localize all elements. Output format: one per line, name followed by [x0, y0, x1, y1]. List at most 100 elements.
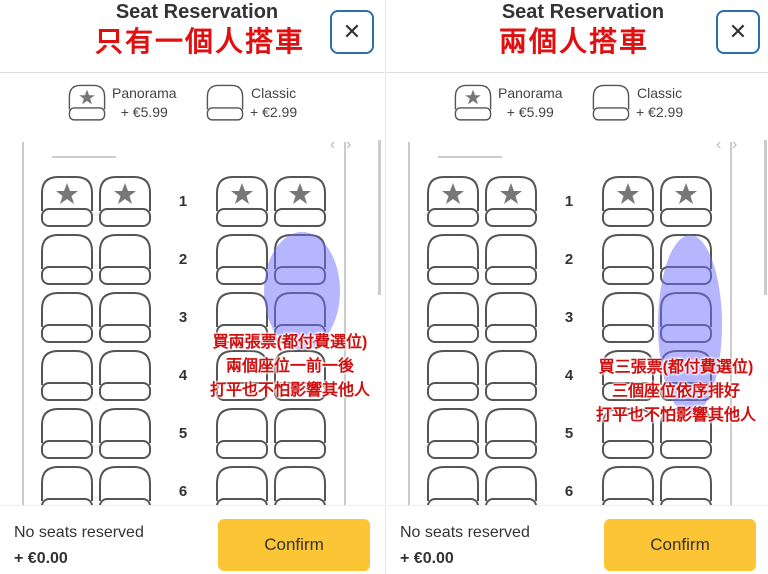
seat-3C[interactable]: [601, 291, 655, 345]
seat-2C[interactable]: [215, 233, 269, 287]
row-number: 4: [564, 367, 574, 384]
seat-4B[interactable]: [484, 349, 538, 403]
star-icon: [289, 183, 311, 204]
close-button[interactable]: ✕: [330, 10, 374, 54]
star-icon: [79, 89, 95, 105]
close-icon[interactable]: ✕: [728, 19, 748, 44]
seat-2B[interactable]: [98, 233, 152, 287]
star-icon: [56, 183, 78, 204]
confirm-button[interactable]: Confirm: [218, 519, 370, 571]
seat-4C[interactable]: [601, 349, 655, 403]
star-icon: [465, 89, 481, 105]
seat-1D[interactable]: [273, 175, 327, 229]
star-icon: [617, 183, 639, 204]
confirm-button[interactable]: Confirm: [604, 519, 756, 571]
total-price: + €0.00: [14, 550, 68, 567]
scrollbar[interactable]: [764, 140, 767, 295]
seat-2A[interactable]: [40, 233, 94, 287]
legend-label: Panorama: [498, 85, 563, 101]
seat-reservation-panel-two-people: Seat Reservation 兩個人搭車 ✕ Panorama + €5.99 Cla…: [385, 0, 768, 574]
reservation-status: No seats reserved: [400, 524, 530, 541]
legend-text: Classic + €2.99: [636, 84, 683, 122]
legend-seat-star-icon: [68, 84, 106, 121]
chevron-left-icon[interactable]: ‹: [330, 136, 336, 153]
annotation-title: 只有一個人搭車: [95, 26, 306, 57]
seat-2B[interactable]: [484, 233, 538, 287]
close-icon[interactable]: ✕: [342, 19, 362, 44]
star-icon: [500, 183, 522, 204]
seat-3B[interactable]: [98, 291, 152, 345]
row-number: 6: [178, 483, 188, 500]
row-number: 1: [178, 193, 188, 210]
seat-1C[interactable]: [601, 175, 655, 229]
legend-seat-icon: [592, 84, 630, 121]
row-number: 4: [178, 367, 188, 384]
footer: No seats reserved + €0.00 Confirm: [0, 505, 384, 574]
page-title: Seat Reservation: [501, 1, 665, 23]
seat-5B[interactable]: [98, 407, 152, 461]
chevron-right-icon[interactable]: ›: [346, 136, 352, 153]
seat-1C[interactable]: [215, 175, 269, 229]
seat-5C[interactable]: [215, 407, 269, 461]
seat-3C[interactable]: [215, 291, 269, 345]
reservation-status: No seats reserved: [14, 524, 144, 541]
legend-text: Panorama + €5.99: [498, 84, 563, 122]
seat-4A[interactable]: [40, 349, 94, 403]
legend-classic: Classic + €2.99: [592, 84, 683, 122]
annotation-line: 兩個座位一前一後: [225, 358, 354, 375]
legend-label: Classic: [636, 85, 683, 101]
seat-2A[interactable]: [426, 233, 480, 287]
seat-1A[interactable]: [426, 175, 480, 229]
seat-4B[interactable]: [98, 349, 152, 403]
seat-5C[interactable]: [601, 407, 655, 461]
chevron-right-icon[interactable]: ›: [732, 136, 738, 153]
seat-5D[interactable]: [273, 407, 327, 461]
star-icon: [231, 183, 253, 204]
legend-text: Panorama+ €5.99: [112, 84, 177, 122]
chevron-left-icon[interactable]: ‹: [716, 136, 722, 153]
page-title: Seat Reservation: [115, 1, 279, 23]
row-number: 3: [564, 309, 574, 326]
seat-1A[interactable]: [40, 175, 94, 229]
seat-map: [408, 142, 732, 512]
row-number: 2: [564, 251, 574, 268]
close-button[interactable]: ✕: [716, 10, 760, 54]
seat-1B[interactable]: [98, 175, 152, 229]
seat-5B[interactable]: [484, 407, 538, 461]
legend-text: Classic+ €2.99: [250, 84, 297, 122]
seat-5D[interactable]: [659, 407, 713, 461]
legend-price: + €2.99: [636, 104, 684, 120]
divider: [0, 72, 384, 73]
row-number: 5: [178, 425, 188, 442]
seat-5A[interactable]: [40, 407, 94, 461]
legend-price: + €5.99: [120, 104, 168, 120]
seat-4C[interactable]: [215, 349, 269, 403]
annotation-line: 買兩張票(都付費選位): [212, 334, 368, 351]
annotation-title: 兩個人搭車: [499, 26, 650, 57]
seat-3A[interactable]: [426, 291, 480, 345]
seat-map: [22, 142, 346, 512]
legend-price: + €5.99: [506, 104, 554, 120]
scrollbar[interactable]: [378, 140, 381, 295]
divider: [386, 72, 768, 73]
seat-5A[interactable]: [426, 407, 480, 461]
row-number: 5: [564, 425, 574, 442]
row-number: 6: [564, 483, 574, 500]
star-icon: [442, 183, 464, 204]
seat-2C[interactable]: [601, 233, 655, 287]
star-icon: [114, 183, 136, 204]
seat-3A[interactable]: [40, 291, 94, 345]
legend-classic: Classic+ €2.99: [206, 84, 297, 122]
seat-4A[interactable]: [426, 349, 480, 403]
seat-1B[interactable]: [484, 175, 538, 229]
annotation-note: 買兩張票(都付費選位)兩個座位一前一後打平也不怕影響其他人: [198, 331, 382, 403]
legend-label: Classic: [250, 85, 297, 101]
legend-panorama: Panorama+ €5.99: [68, 84, 177, 122]
row-number: 3: [178, 309, 188, 326]
seat-1D[interactable]: [659, 175, 713, 229]
seat-4D[interactable]: [273, 349, 327, 403]
map-front-line: [52, 156, 116, 158]
seat-3B[interactable]: [484, 291, 538, 345]
